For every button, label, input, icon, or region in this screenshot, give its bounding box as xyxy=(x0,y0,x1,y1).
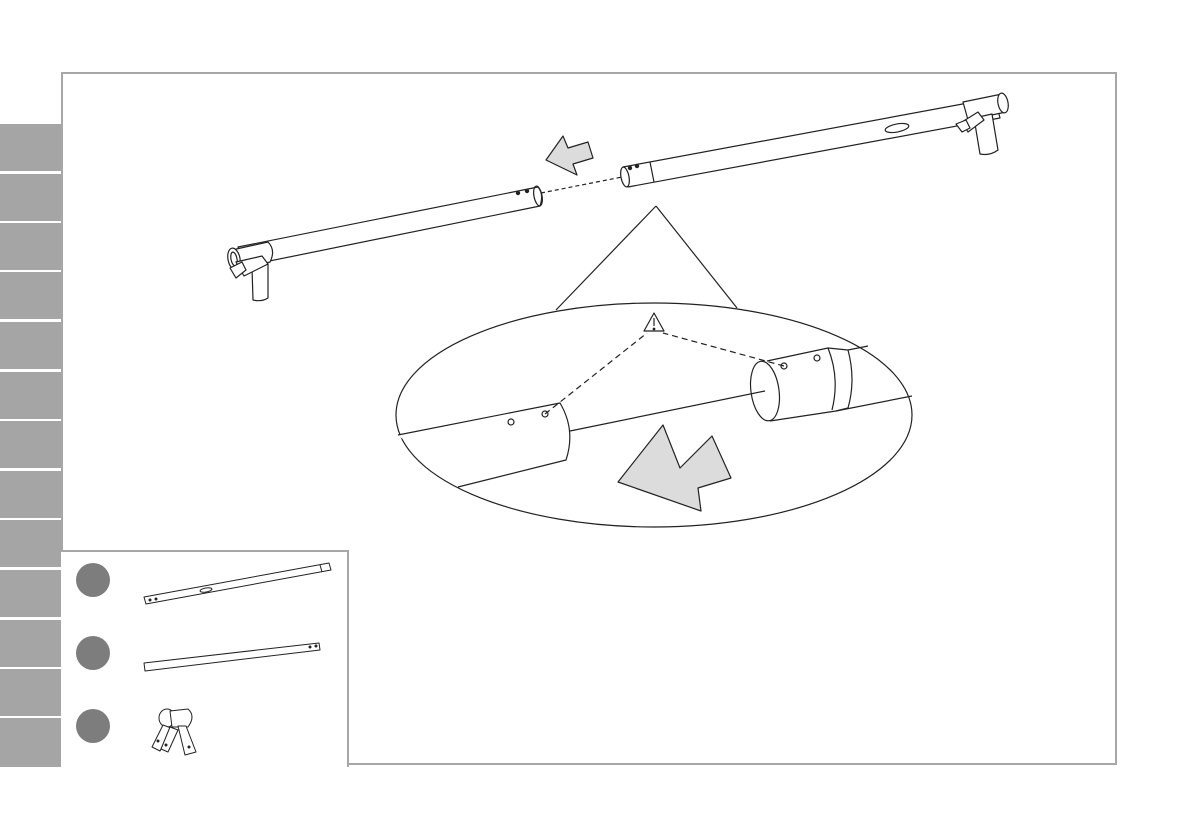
part-2-tube-icon xyxy=(144,643,320,671)
part-1-tube-icon xyxy=(144,563,331,604)
part-3-connector-icon xyxy=(152,709,196,755)
